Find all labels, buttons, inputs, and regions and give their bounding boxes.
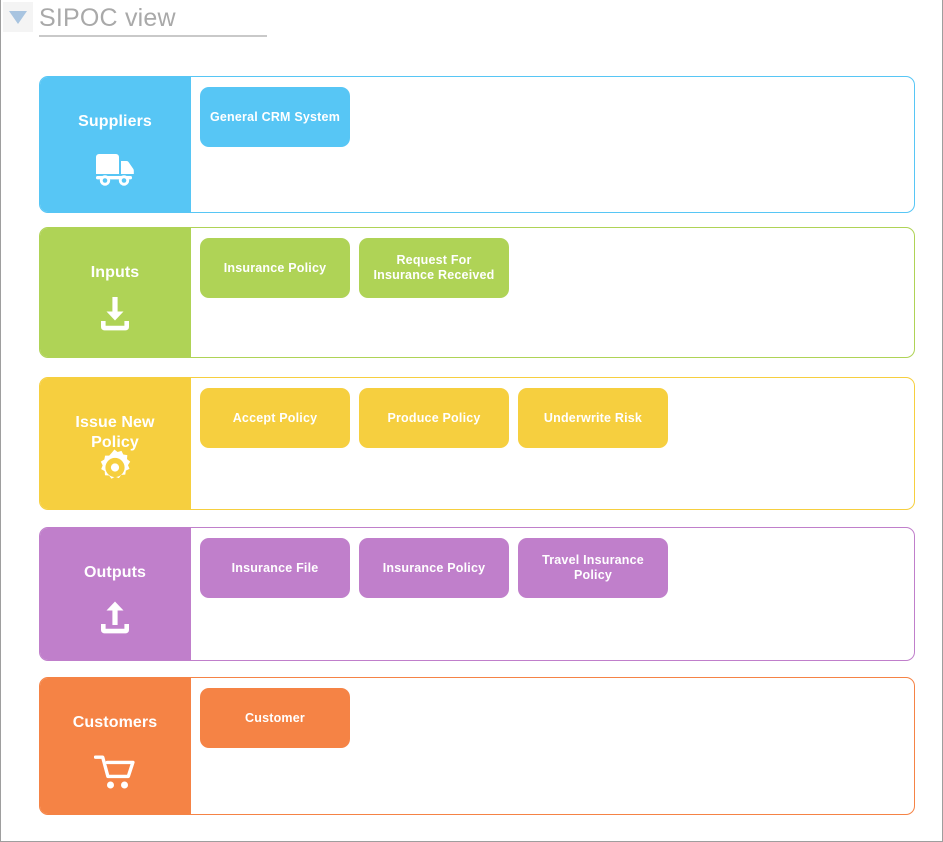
sipoc-row-suppliers: Suppliers General CRM System <box>39 76 915 213</box>
row-label-text: Issue New Policy <box>75 414 155 451</box>
sipoc-card[interactable]: Request For Insurance Received <box>359 238 509 298</box>
row-label-block-suppliers[interactable]: Suppliers <box>40 77 191 212</box>
sipoc-card[interactable]: Insurance Policy <box>200 238 350 298</box>
view-header: SIPOC view <box>1 0 942 44</box>
download-tray-icon <box>94 294 136 336</box>
sipoc-card[interactable]: Accept Policy <box>200 388 350 448</box>
row-label-text: Suppliers <box>78 113 152 130</box>
sipoc-card[interactable]: Insurance File <box>200 538 350 598</box>
page-title: SIPOC view <box>39 3 267 37</box>
row-cards-customers: Customer <box>200 688 908 748</box>
gear-icon <box>94 446 136 488</box>
row-cards-suppliers: General CRM System <box>200 87 908 147</box>
shopping-cart-icon <box>94 751 136 793</box>
collapse-toggle-button[interactable] <box>3 2 33 32</box>
row-label-text: Customers <box>72 714 158 731</box>
row-label-block-inputs[interactable]: Inputs <box>40 228 191 357</box>
sipoc-card[interactable]: Underwrite Risk <box>518 388 668 448</box>
row-label-block-customers[interactable]: Customers <box>40 678 191 814</box>
row-label-block-outputs[interactable]: Outputs <box>40 528 191 660</box>
sipoc-card[interactable]: Customer <box>200 688 350 748</box>
triangle-down-icon <box>9 10 27 24</box>
sipoc-card[interactable]: Insurance Policy <box>359 538 509 598</box>
row-label-text: Outputs <box>83 564 147 581</box>
upload-tray-icon <box>94 597 136 639</box>
sipoc-card[interactable]: Produce Policy <box>359 388 509 448</box>
sipoc-row-customers: Customers Customer <box>39 677 915 815</box>
sipoc-card[interactable]: General CRM System <box>200 87 350 147</box>
sipoc-card[interactable]: Travel Insurance Policy <box>518 538 668 598</box>
delivery-truck-icon <box>94 149 136 191</box>
row-label-block-process[interactable]: Issue New Policy <box>40 378 191 509</box>
row-label-text: Inputs <box>90 264 140 281</box>
